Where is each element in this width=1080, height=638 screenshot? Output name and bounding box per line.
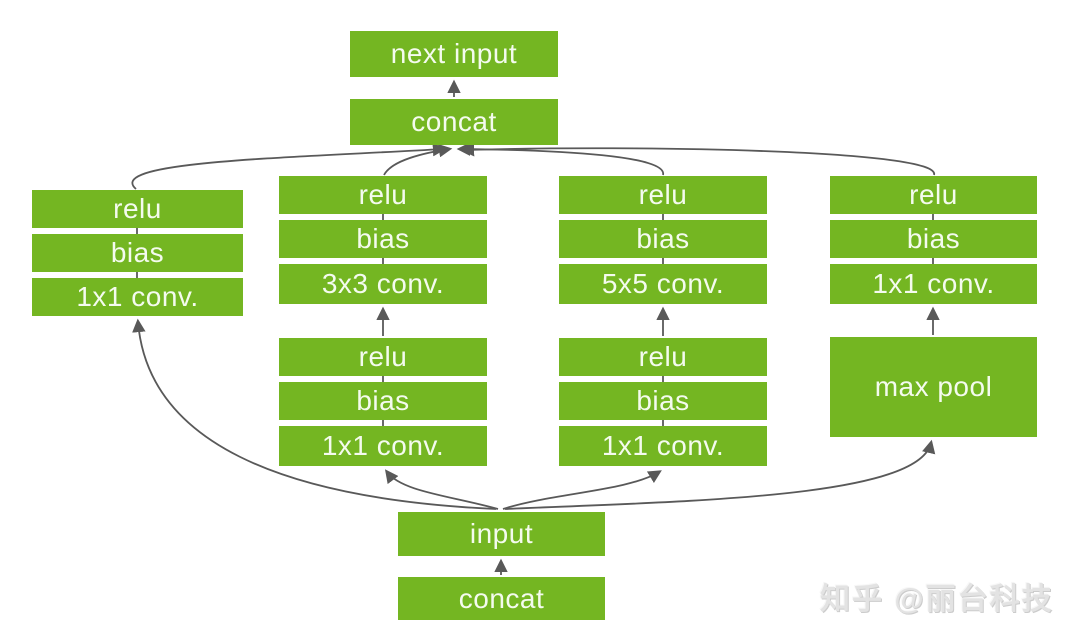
edge-input-to-branch3: [502, 470, 662, 510]
node-branch2-conv1x1: 1x1 conv.: [279, 426, 487, 466]
node-next-input: next input: [350, 31, 558, 77]
node-branch2-bias-upper: bias: [279, 220, 487, 258]
edge-input-to-branch4: [504, 439, 936, 510]
node-branch4-maxpool: max pool: [830, 337, 1037, 437]
node-branch3-conv1x1: 1x1 conv.: [559, 426, 767, 466]
node-concat-bottom: concat: [398, 577, 605, 620]
node-input: input: [398, 512, 605, 556]
edge-branch4-to-concat: [460, 142, 935, 176]
node-branch3-bias-upper: bias: [559, 220, 767, 258]
edge-branch3-to-concat: [456, 142, 664, 176]
edge-input-to-branch2: [384, 469, 499, 510]
node-branch1-relu: relu: [32, 190, 243, 228]
node-branch2-conv3x3: 3x3 conv.: [279, 264, 487, 304]
node-concat-top: concat: [350, 99, 558, 145]
node-branch2-relu-upper: relu: [279, 176, 487, 214]
edge-input-to-branch1: [132, 318, 497, 510]
node-branch4-conv: 1x1 conv.: [830, 264, 1037, 304]
node-branch4-relu: relu: [830, 176, 1037, 214]
node-branch2-bias-lower: bias: [279, 382, 487, 420]
node-branch3-bias-lower: bias: [559, 382, 767, 420]
edge-branch1-to-concat: [131, 142, 447, 190]
node-branch1-bias: bias: [32, 234, 243, 272]
node-branch4-bias: bias: [830, 220, 1037, 258]
node-branch1-conv: 1x1 conv.: [32, 278, 243, 316]
node-branch3-relu-lower: relu: [559, 338, 767, 376]
node-branch2-relu-lower: relu: [279, 338, 487, 376]
node-branch3-conv5x5: 5x5 conv.: [559, 264, 767, 304]
watermark-zhihu: 知乎 @丽台科技: [820, 583, 1054, 616]
node-branch3-relu-upper: relu: [559, 176, 767, 214]
edge-branch2-to-concat: [383, 143, 453, 176]
